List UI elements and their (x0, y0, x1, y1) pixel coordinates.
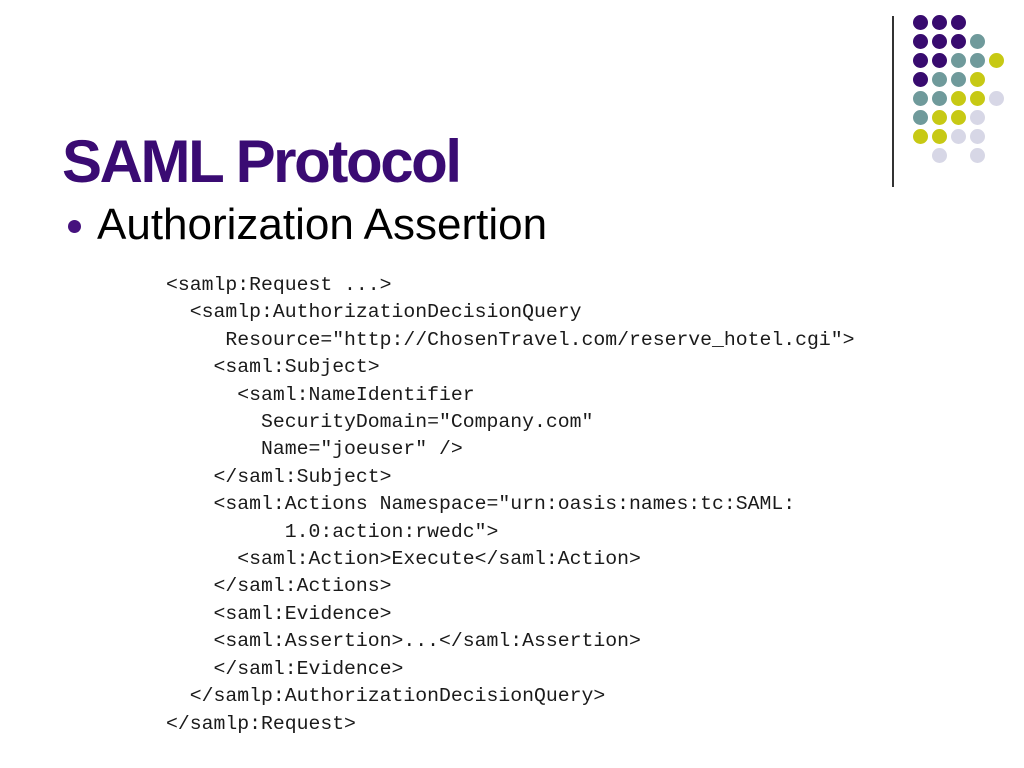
decor-dot (912, 110, 928, 125)
decor-dot (988, 53, 1004, 68)
decor-dot (950, 15, 966, 30)
decor-dot (969, 72, 985, 87)
decor-dot (931, 53, 947, 68)
decor-dot (969, 110, 985, 125)
decor-dot (988, 91, 1004, 106)
decor-dot (912, 129, 928, 144)
decor-dot (912, 53, 928, 68)
decor-dot (931, 148, 947, 163)
slide-title: SAML Protocol (62, 128, 462, 196)
bullet-item-authorization-assertion: Authorization Assertion (97, 200, 548, 249)
decor-dot (912, 34, 928, 49)
decor-dot (931, 72, 947, 87)
decor-dot (969, 53, 985, 68)
bullet-point-icon (68, 220, 81, 233)
decor-dot (931, 15, 947, 30)
decor-dot (931, 129, 947, 144)
decor-dot (912, 91, 928, 106)
decor-dot (950, 72, 966, 87)
vertical-rule (892, 16, 894, 187)
decor-dot (912, 72, 928, 87)
decor-dot (969, 34, 985, 49)
decor-dot (931, 110, 947, 125)
decor-dot (912, 15, 928, 30)
saml-xml-code-block: <samlp:Request ...> <samlp:Authorization… (166, 274, 855, 735)
decor-dot (969, 91, 985, 106)
decor-dot (950, 34, 966, 49)
decor-dot (950, 91, 966, 106)
decor-dot (950, 53, 966, 68)
decor-dot (931, 91, 947, 106)
decor-dot (950, 110, 966, 125)
decor-dot (931, 34, 947, 49)
decor-dot (950, 129, 966, 144)
decor-dot (969, 129, 985, 144)
decor-dot (969, 148, 985, 163)
